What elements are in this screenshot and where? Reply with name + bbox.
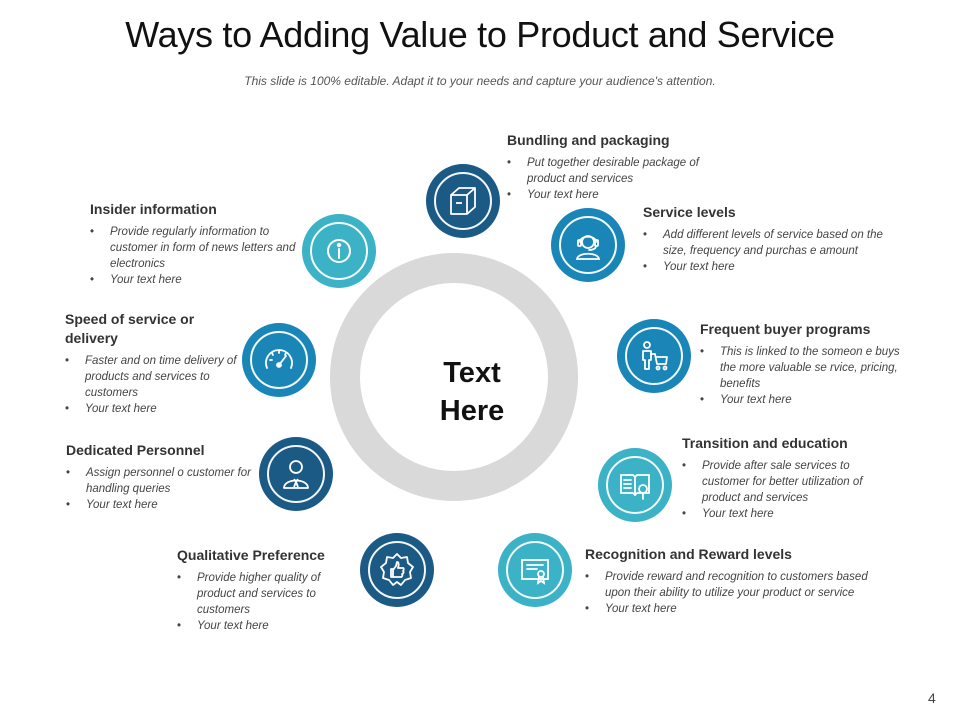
certificate-icon — [521, 559, 549, 585]
circle-insider — [302, 214, 376, 288]
center-text: Text Here — [410, 354, 534, 430]
item-frequent-buyer: Frequent buyer programs This is linked t… — [700, 320, 910, 408]
item-bullet: Provide higher quality of product and se… — [177, 570, 355, 618]
item-bullet: Your text here — [700, 392, 910, 408]
circle-service-levels — [551, 208, 625, 282]
circle-dedicated-personnel — [259, 437, 333, 511]
item-bundling: Bundling and packaging Put together desi… — [507, 131, 737, 203]
headset-support-icon — [575, 235, 601, 260]
item-bullet: Put together desirable package of produc… — [507, 155, 737, 187]
item-qualitative: Qualitative Preference Provide higher qu… — [177, 546, 355, 634]
item-bullet: Provide after sale services to customer … — [682, 458, 894, 506]
item-transition: Transition and education Provide after s… — [682, 434, 894, 522]
item-bullet: Your text here — [66, 497, 262, 513]
circle-frequent-buyer — [617, 319, 691, 393]
person-tie-icon — [283, 460, 309, 489]
circle-qualitative — [360, 533, 434, 607]
shopper-cart-icon — [642, 341, 668, 371]
item-speed: Speed of service or delivery Faster and … — [65, 310, 247, 417]
item-bullet: Your text here — [585, 601, 885, 617]
item-heading: Frequent buyer programs — [700, 321, 871, 337]
circle-transition — [598, 448, 672, 522]
item-bullet: Provide regularly information to custome… — [90, 224, 302, 272]
item-heading: Insider information — [90, 201, 217, 217]
item-heading: Recognition and Reward levels — [585, 546, 792, 562]
item-heading: Dedicated Personnel — [66, 442, 205, 458]
item-heading: Speed of service or delivery — [65, 311, 195, 346]
circle-recognition — [498, 533, 572, 607]
item-insider: Insider information Provide regularly in… — [90, 200, 302, 288]
item-heading: Service levels — [643, 204, 736, 220]
item-bullet: Your text here — [90, 272, 302, 288]
item-bullet: Faster and on time delivery of products … — [65, 353, 247, 401]
info-icon — [327, 239, 351, 263]
item-bullet: Your text here — [177, 618, 355, 634]
item-bullet: This is linked to the someon e buys the … — [700, 344, 910, 392]
thumbs-up-badge-icon — [380, 553, 414, 586]
item-bullet: Your text here — [682, 506, 894, 522]
center-text-line-2: Here — [439, 395, 505, 427]
item-bullet: Provide reward and recognition to custom… — [585, 569, 885, 601]
item-bullet: Your text here — [65, 401, 247, 417]
item-bullet: Your text here — [507, 187, 737, 203]
book-search-icon — [620, 474, 650, 500]
slide-title: Ways to Adding Value to Product and Serv… — [125, 14, 835, 55]
item-bullet: Add different levels of service based on… — [643, 227, 883, 259]
center-text-line-1: Text — [443, 357, 501, 389]
page-number: 4 — [928, 690, 936, 706]
item-bullet: Your text here — [643, 259, 883, 275]
circle-bundling — [426, 164, 500, 238]
item-dedicated-personnel: Dedicated Personnel Assign personnel o c… — [66, 441, 262, 513]
item-heading: Bundling and packaging — [507, 132, 670, 148]
package-box-icon — [450, 187, 476, 215]
item-heading: Transition and education — [682, 435, 848, 451]
item-heading: Qualitative Preference — [177, 547, 325, 563]
circle-speed — [242, 323, 316, 397]
item-recognition: Recognition and Reward levels Provide re… — [585, 545, 885, 617]
item-bullet: Assign personnel o customer for handling… — [66, 465, 262, 497]
speedometer-icon — [265, 349, 293, 369]
item-service-levels: Service levels Add different levels of s… — [643, 203, 883, 275]
slide-subtitle: This slide is 100% editable. Adapt it to… — [244, 74, 716, 88]
